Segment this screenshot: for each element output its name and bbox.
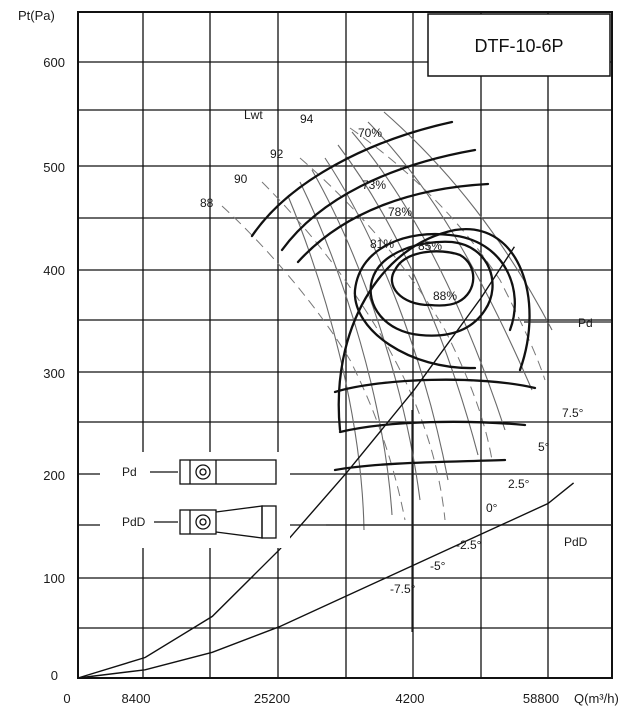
eff-85: 85% <box>418 239 442 253</box>
x-tick-0: 0 <box>63 691 70 706</box>
x-tick-42000: 4200 <box>396 691 425 706</box>
y-tick-0: 0 <box>51 668 58 683</box>
eff-curve-low-1 <box>333 378 537 394</box>
angle-5: 5° <box>538 440 550 454</box>
y-tick-400: 400 <box>43 263 65 278</box>
eff-curve-73 <box>280 148 477 252</box>
eff-88: 88% <box>433 289 457 303</box>
eff-curve-88 <box>390 250 475 307</box>
angle-0: 0° <box>486 501 498 515</box>
eff-curve-81 <box>337 228 531 432</box>
efficiency-curves <box>250 120 537 472</box>
legend-pdd-label: PdD <box>122 515 146 529</box>
x-tick-25200: 25200 <box>254 691 290 706</box>
legend: Pd PdD <box>100 452 290 548</box>
angle-7-5: 7.5° <box>562 406 584 420</box>
grid-lines <box>78 12 612 678</box>
char-curve <box>299 181 393 516</box>
angle-minus-7-5: -7.5° <box>390 582 416 596</box>
lwt-88: 88 <box>200 196 214 210</box>
lwt-curve <box>261 181 446 521</box>
eff-70: 70% <box>358 126 382 140</box>
y-tick-300: 300 <box>43 366 65 381</box>
angle-minus-2-5: -2.5° <box>456 538 482 552</box>
lwt-curve <box>221 205 406 521</box>
efficiency-labels: 70% 73% 78% 81% 85% 88% <box>358 126 457 303</box>
curve-pdd-label: PdD <box>564 535 588 549</box>
char-curve <box>311 169 421 501</box>
eff-78: 78% <box>388 205 412 219</box>
eff-curve-78 <box>296 182 490 264</box>
x-tick-labels: 0 8400 25200 4200 58800 <box>63 691 559 706</box>
model-box <box>427 13 611 77</box>
eff-73: 73% <box>362 178 386 192</box>
legend-pdd-fan-icon <box>179 505 277 539</box>
lwt-labels: Lwt 88 90 92 94 <box>200 108 314 210</box>
angle-2-5: 2.5° <box>508 477 530 491</box>
legend-pd-label: Pd <box>122 465 137 479</box>
char-curve <box>287 195 365 531</box>
lwt-90: 90 <box>234 172 248 186</box>
eff-81: 81% <box>370 237 394 251</box>
y-tick-200: 200 <box>43 468 65 483</box>
y-tick-600: 600 <box>43 55 65 70</box>
lwt-curve <box>299 157 493 461</box>
model-title: DTF-10-6P <box>474 36 563 56</box>
lwt-92: 92 <box>270 147 284 161</box>
angle-labels: 7.5° 5° 2.5° 0° -2.5° -5° -7.5° <box>390 406 584 596</box>
curve-pdd <box>77 482 575 679</box>
eff-curve-low-2 <box>338 420 527 434</box>
lwt-curves <box>221 127 546 521</box>
eff-curve-88-outer <box>369 240 494 337</box>
y-axis-title: Pt(Pa) <box>18 8 55 23</box>
eff-curve-70 <box>250 120 454 238</box>
y-tick-100: 100 <box>43 571 65 586</box>
system-curves <box>77 246 575 679</box>
plot-frame <box>77 11 613 679</box>
x-tick-8400: 8400 <box>122 691 151 706</box>
lwt-label: Lwt <box>244 108 263 122</box>
x-tick-58800: 58800 <box>523 691 559 706</box>
legend-backdrop <box>100 452 290 548</box>
angle-lines <box>326 321 612 632</box>
legend-pd-fan-icon <box>179 459 277 485</box>
lwt-94: 94 <box>300 112 314 126</box>
curve-pd <box>77 246 515 679</box>
char-curve <box>337 144 479 456</box>
curve-pd-label: Pd <box>578 316 593 330</box>
lwt-curve <box>349 127 546 381</box>
angle-minus-5: -5° <box>430 559 446 573</box>
x-axis-title: Q(m³/h) <box>574 691 619 706</box>
char-curve <box>383 111 553 331</box>
y-tick-500: 500 <box>43 160 65 175</box>
eff-curve-low-3 <box>333 458 507 472</box>
y-tick-labels: 0 100 200 300 400 500 600 <box>43 55 65 683</box>
char-curve <box>324 157 449 481</box>
eff-curve-85 <box>353 233 516 370</box>
